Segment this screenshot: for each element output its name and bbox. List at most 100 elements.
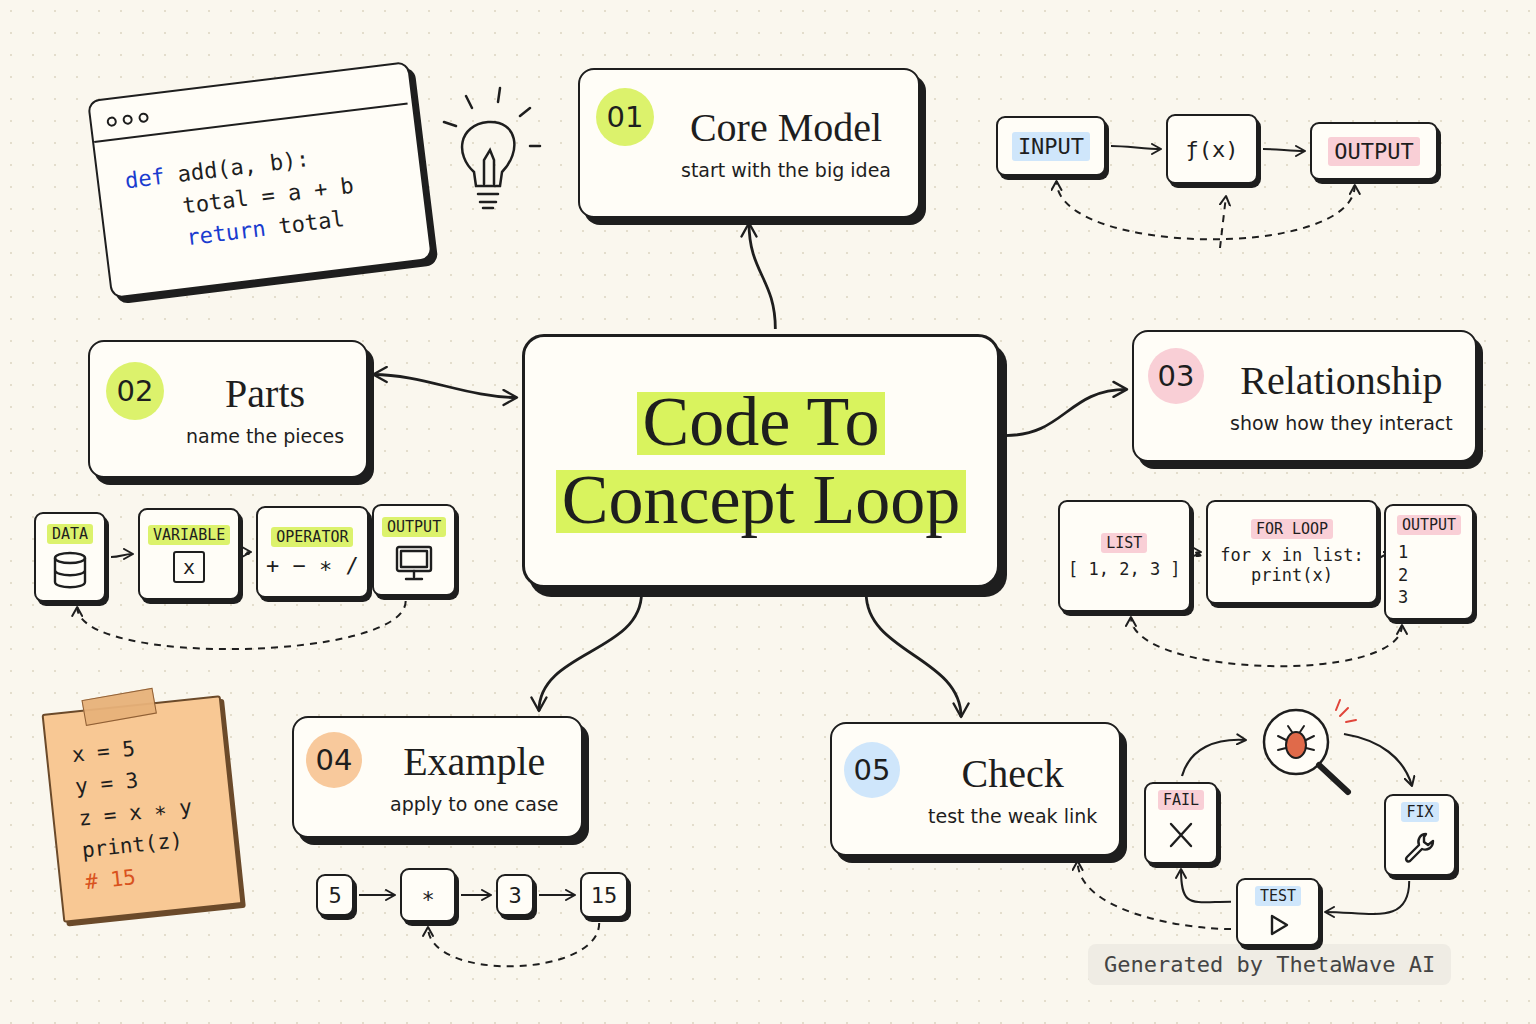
flow-connector	[1325, 881, 1409, 914]
watermark: Generated by ThetaWave AI	[1088, 944, 1451, 985]
flow-connector	[245, 552, 251, 554]
tag-label: FOR LOOP	[1251, 519, 1333, 539]
step-number: 04	[306, 732, 362, 788]
tag-label: OUTPUT	[1397, 515, 1461, 535]
flow-connector	[1263, 149, 1305, 151]
value-text: x	[173, 551, 205, 583]
x-icon	[1159, 816, 1203, 856]
tag-label: OUTPUT	[382, 517, 446, 537]
step-number: 03	[1148, 348, 1204, 404]
flow-box: ƒ(x)	[1166, 114, 1258, 184]
step-box: Parts name the pieces 02	[88, 340, 368, 478]
flow-connector	[1005, 389, 1127, 435]
bug-magnifier	[1264, 700, 1356, 792]
step-title: Example	[403, 739, 545, 785]
value-box: 5	[316, 874, 354, 916]
step-subtitle: name the pieces	[186, 425, 344, 447]
value-text: ƒ(x)	[1186, 137, 1239, 162]
step-number: 02	[106, 362, 164, 420]
value-text: [ 1, 2, 3 ]	[1068, 559, 1181, 579]
feedback-connector	[1057, 181, 1355, 239]
flow-connector	[1196, 552, 1201, 556]
step-subtitle: apply to one case	[390, 793, 559, 815]
note-line: z = x ∗ y	[77, 795, 193, 831]
flow-connector	[539, 894, 575, 896]
value-text: 1 2 3	[1398, 541, 1408, 610]
wrench-icon	[1398, 828, 1442, 868]
step-title: Parts	[225, 371, 305, 417]
step-box: Core Model start with the big idea 01	[578, 68, 920, 218]
note-line: y = 3	[74, 768, 139, 798]
code-window: def add(a, b):total = a + breturn total	[87, 61, 433, 299]
step-number-text: 02	[117, 374, 154, 408]
flow-connector	[373, 375, 517, 398]
window-chrome	[89, 64, 408, 146]
play-icon	[1261, 912, 1295, 938]
topic-title: Code To Concept Loop	[545, 383, 977, 540]
value-box: 3	[496, 874, 534, 916]
value-box: ∗	[400, 868, 456, 922]
step-box: Check test the weak link 05	[830, 722, 1121, 856]
value-text: ∗	[421, 883, 434, 908]
tag-label: VARIABLE	[148, 525, 230, 545]
tag-label: TEST	[1255, 886, 1301, 906]
step-subtitle: show how they interact	[1230, 412, 1453, 434]
feedback-connector	[428, 923, 599, 966]
loop-box: FIX	[1384, 794, 1456, 876]
flow-connector	[461, 894, 491, 896]
relation-box: OUTPUT 1 2 3	[1384, 504, 1474, 620]
value-text: + − ∗ /	[266, 553, 359, 578]
value-box: 15	[580, 872, 628, 918]
title-highlight: Code To Concept Loop	[556, 383, 967, 538]
flow-connector	[359, 894, 395, 896]
part-box: OUTPUT	[372, 504, 456, 596]
feedback-connector	[1078, 861, 1231, 929]
step-box: Relationship show how they interact 03	[1132, 330, 1477, 462]
flow-box: INPUT	[996, 116, 1106, 176]
db-icon	[48, 550, 92, 590]
step-title: Check	[962, 751, 1064, 797]
flow-connector	[1111, 146, 1161, 149]
tag-label: INPUT	[1012, 132, 1090, 161]
feedback-connector	[77, 601, 405, 649]
check-loop-arcs	[1182, 734, 1412, 786]
step-title: Core Model	[690, 105, 882, 151]
tag-label: OPERATOR	[271, 527, 353, 547]
central-topic: Code To Concept Loop	[522, 334, 1000, 588]
fx-feedback-tick	[1220, 196, 1226, 248]
step-title: Relationship	[1240, 358, 1442, 404]
step-subtitle: test the weak link	[928, 805, 1097, 827]
value-text: for x in list: print(x)	[1216, 545, 1368, 585]
flow-connector	[749, 223, 775, 329]
value-text: 15	[591, 883, 618, 908]
flow-connector	[1181, 869, 1231, 902]
tape	[81, 688, 156, 726]
tag-label: FIX	[1401, 802, 1438, 822]
note-line: # 15	[84, 865, 137, 894]
step-box: Example apply to one case 04	[292, 716, 583, 838]
step-subtitle: start with the big idea	[681, 159, 891, 181]
tag-label: FAIL	[1158, 790, 1204, 810]
step-number-text: 01	[607, 100, 644, 134]
step-number-text: 04	[316, 743, 353, 777]
flow-box: OUTPUT	[1310, 122, 1438, 180]
code-keyword: def	[124, 164, 167, 194]
value-text: 3	[508, 883, 521, 908]
feedback-connector	[1131, 617, 1402, 666]
code-keyword: return	[185, 216, 267, 251]
relation-box: LIST [ 1, 2, 3 ]	[1058, 500, 1191, 612]
tag-label: LIST	[1101, 533, 1147, 553]
flow-connector	[111, 554, 133, 557]
part-box: DATA	[34, 512, 106, 602]
part-box: VARIABLE x	[138, 508, 240, 600]
value-text: 5	[328, 883, 341, 908]
tag-label: OUTPUT	[1328, 137, 1419, 166]
lightbulb	[444, 88, 540, 208]
note-line: print(z)	[81, 828, 184, 862]
step-number: 01	[596, 88, 654, 146]
step-number-text: 05	[854, 753, 891, 787]
part-box: OPERATOR + − ∗ /	[256, 506, 369, 598]
loop-box: TEST	[1236, 878, 1320, 946]
mon-icon	[392, 543, 436, 583]
